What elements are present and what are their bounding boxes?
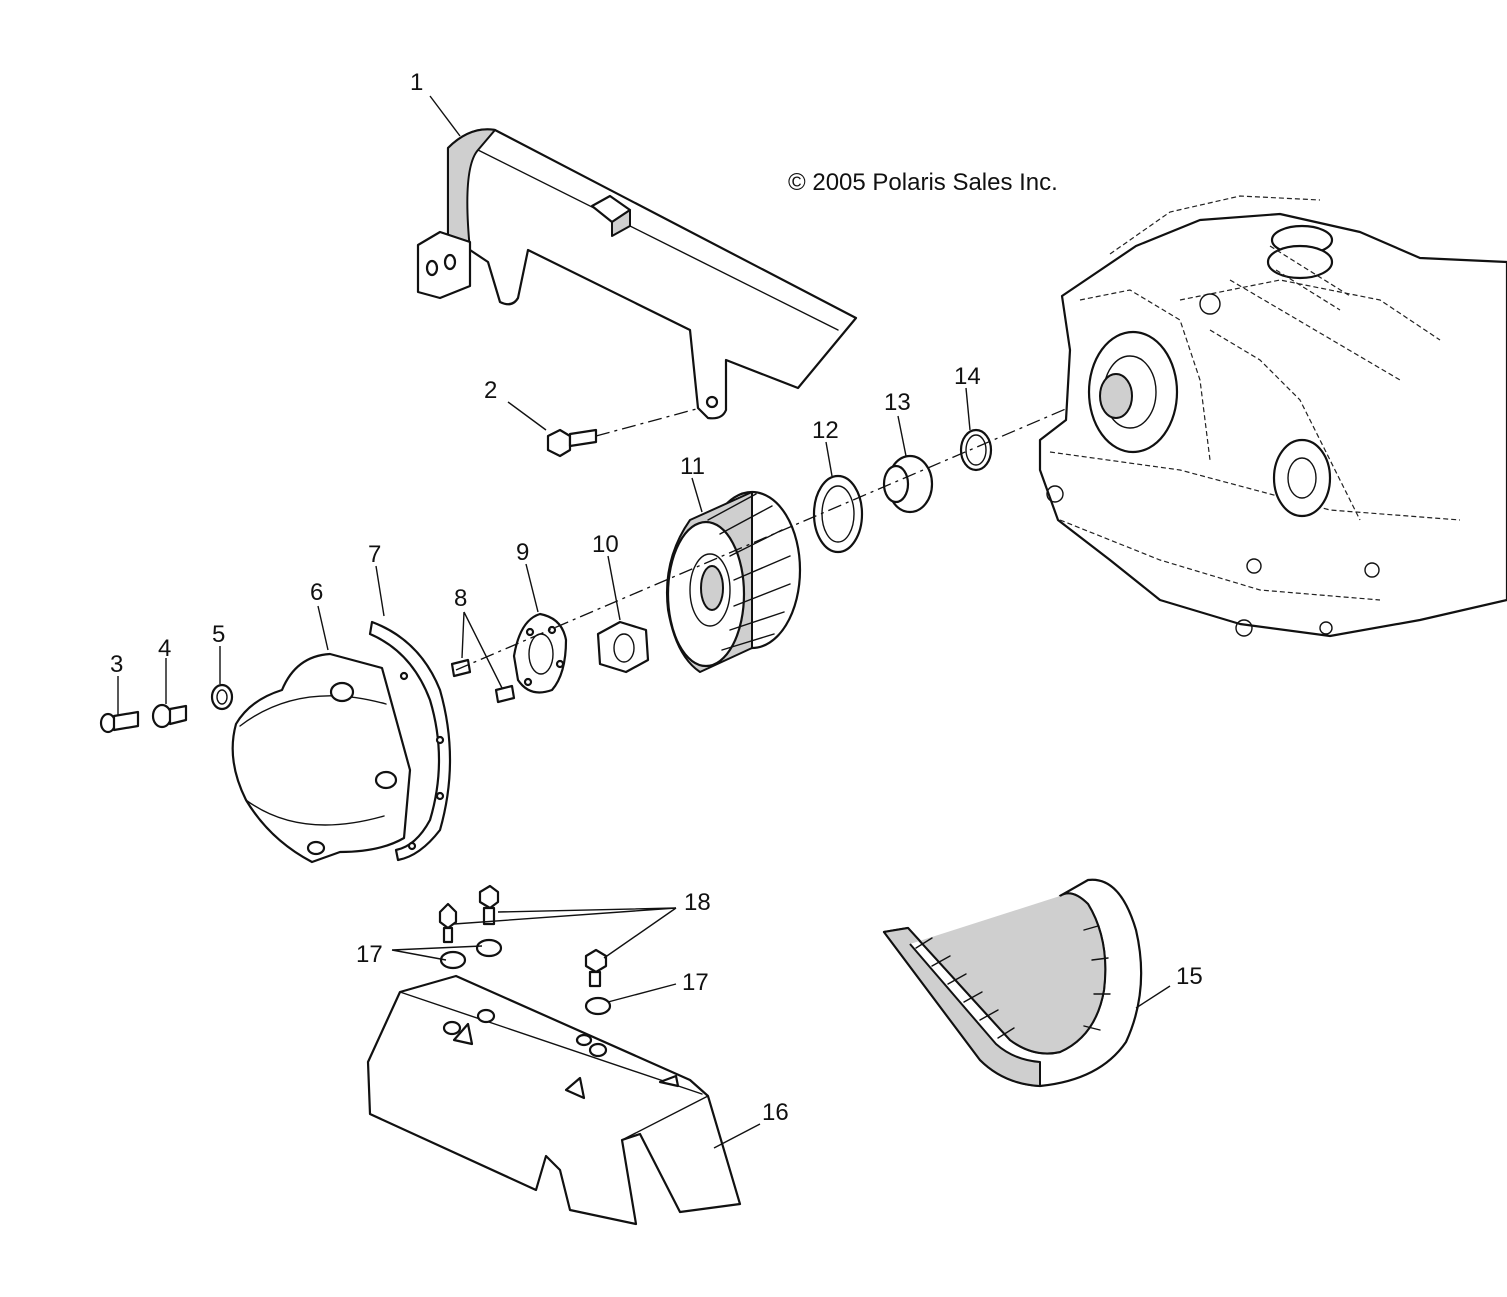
part-4-screw xyxy=(151,703,188,729)
part-8-screws xyxy=(450,658,516,704)
callout-17-right: 17 xyxy=(682,969,709,996)
assembly-axis-line xyxy=(455,389,1111,671)
callout-11: 11 xyxy=(680,453,705,480)
callout-3: 3 xyxy=(110,651,123,678)
callout-17-left: 17 xyxy=(356,941,383,968)
callout-14: 14 xyxy=(954,363,981,390)
part-2-bolt xyxy=(546,407,701,458)
part-16-lower-belt-guard xyxy=(366,974,742,1226)
callout-2: 2 xyxy=(484,377,497,404)
part-10-nut xyxy=(596,620,650,674)
part-18-bolts xyxy=(438,884,608,988)
part-3-screw xyxy=(99,710,140,734)
part-5-bushing xyxy=(210,683,234,711)
callout-leader-lines xyxy=(117,95,1171,1149)
part-7-gasket xyxy=(368,620,452,862)
callout-8: 8 xyxy=(454,585,467,612)
part-15-drive-belt xyxy=(882,878,1143,1088)
callout-16: 16 xyxy=(762,1099,789,1126)
callout-18: 18 xyxy=(684,889,711,916)
callout-12: 12 xyxy=(812,417,839,444)
callout-13: 13 xyxy=(884,389,911,416)
callout-9: 9 xyxy=(516,539,529,566)
callout-1: 1 xyxy=(410,69,423,96)
part-12-seal xyxy=(812,474,864,554)
part-6-sprocket-cover xyxy=(231,652,412,864)
part-11-drive-sprocket xyxy=(665,490,802,673)
part-17-washers xyxy=(439,938,612,1016)
engine-transmission-assembly xyxy=(1038,195,1507,638)
callout-5: 5 xyxy=(212,621,225,648)
copyright-notice: © 2005 Polaris Sales Inc. xyxy=(788,169,1058,196)
part-14-o-ring xyxy=(959,428,993,472)
callout-6: 6 xyxy=(310,579,323,606)
callout-7: 7 xyxy=(368,541,381,568)
callout-4: 4 xyxy=(158,635,171,662)
callout-15: 15 xyxy=(1176,963,1203,990)
part-13-bearing-sleeve xyxy=(882,454,934,514)
callout-10: 10 xyxy=(592,531,619,558)
part-1-upper-belt-guard xyxy=(416,128,858,420)
